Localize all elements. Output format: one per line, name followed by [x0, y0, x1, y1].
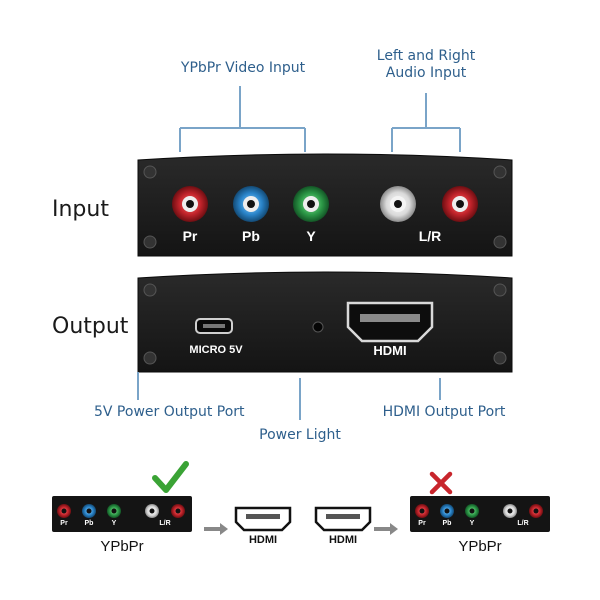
video-input-callout: YPbPr Video Input [180, 60, 306, 76]
bottom-right-hdmi-label: HDMI [328, 534, 358, 546]
check-icon [152, 461, 189, 493]
mini-label-lr-left: L/R [159, 520, 171, 527]
input-side-label: Input [52, 197, 109, 222]
micro-usb-label: MICRO 5V [189, 344, 243, 356]
mini-label-y-right: Y [469, 520, 475, 527]
audio-input-callout: Left and Right Audio Input [356, 48, 496, 82]
jack-y-icon [293, 186, 329, 222]
screw-icon [143, 283, 507, 365]
arrow-right-icon [374, 523, 398, 535]
audio-input-callout-line2: Audio Input [385, 65, 467, 81]
mini-label-pb-left: Pb [84, 520, 94, 527]
power-light-icon [312, 321, 324, 333]
arrow-right-icon [204, 523, 228, 535]
jack-label-lr: L/R [418, 228, 442, 244]
mini-label-pr-left: Pr [60, 520, 68, 527]
mini-hdmi-port-right-icon [314, 506, 372, 532]
power-port-callout: 5V Power Output Port [94, 404, 245, 420]
bottom-left-hdmi-label: HDMI [248, 534, 278, 546]
screw-icon [143, 165, 507, 249]
audio-input-bracket [391, 93, 461, 152]
hdmi-port-callout: HDMI Output Port [382, 404, 506, 420]
jack-pr-icon [172, 186, 208, 222]
video-input-bracket [179, 86, 306, 152]
hdmi-port-icon [346, 301, 434, 343]
output-panel [137, 271, 513, 373]
cross-icon [429, 471, 453, 495]
bottom-left-caption: YPbPr [100, 538, 144, 555]
mini-panel-left [52, 496, 192, 532]
mini-panel-right [410, 496, 550, 532]
mini-hdmi-port-left-icon [234, 506, 292, 532]
hdmi-port-label: HDMI [373, 343, 407, 358]
jack-label-pb: Pb [242, 228, 260, 244]
bottom-right-caption: YPbPr [458, 538, 502, 555]
jack-pb-icon [233, 186, 269, 222]
mini-label-y-left: Y [111, 520, 117, 527]
power-light-callout: Power Light [259, 427, 341, 443]
jack-audio-right-icon [442, 186, 478, 222]
audio-input-callout-line1: Left and Right [376, 48, 476, 64]
mini-label-lr-right: L/R [517, 520, 529, 527]
output-side-label: Output [52, 314, 129, 339]
micro-usb-port-icon [195, 318, 233, 334]
mini-label-pr-right: Pr [418, 520, 426, 527]
output-callout-lines [137, 372, 441, 420]
jack-label-y: Y [306, 228, 316, 244]
jack-label-pr: Pr [182, 228, 198, 244]
mini-label-pb-right: Pb [442, 520, 452, 527]
jack-audio-left-icon [380, 186, 416, 222]
